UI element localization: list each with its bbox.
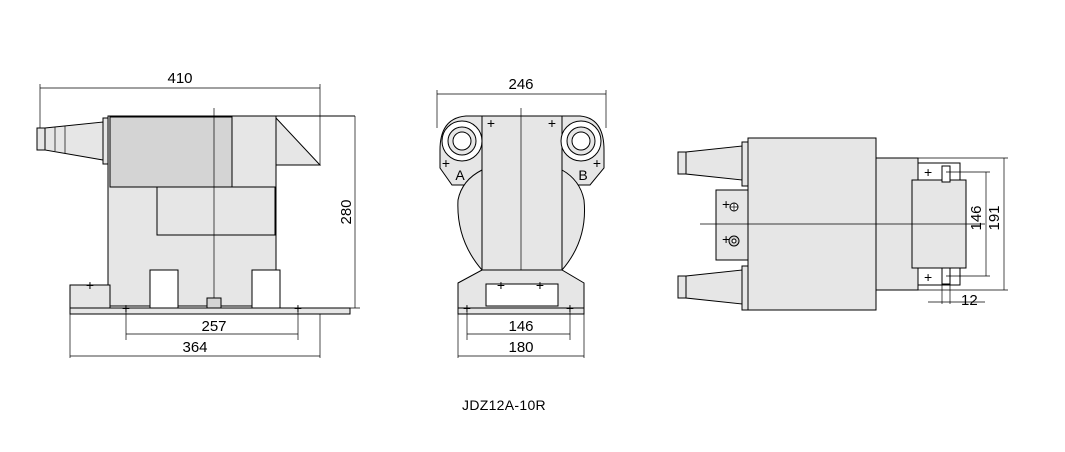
svg-text:+: +	[722, 196, 730, 212]
terminal-a-label: A	[455, 167, 465, 183]
svg-text:+: +	[722, 231, 730, 247]
svg-text:+: +	[86, 277, 94, 293]
front-view: 410 + + + 280 257	[36, 70, 360, 358]
top-mount-dim: 146	[968, 205, 985, 230]
svg-text:+: +	[442, 155, 450, 171]
top-view: + + + + 146 191 12	[677, 137, 1008, 311]
svg-text:+: +	[294, 300, 302, 316]
svg-text:+: +	[548, 115, 556, 131]
terminal-b-label: B	[578, 167, 587, 183]
svg-text:+: +	[924, 164, 932, 180]
front-height-dim: 280	[338, 199, 355, 224]
svg-text:+: +	[463, 300, 471, 316]
front-base-dim: 364	[182, 339, 207, 356]
front-bushing	[36, 127, 46, 151]
side-width-dim: 246	[508, 76, 533, 93]
model-caption: JDZ12A-10R	[462, 397, 546, 413]
side-view: 246 + + + + A B + + + + 146	[436, 76, 607, 358]
svg-text:+: +	[566, 300, 574, 316]
top-height-dim: 191	[986, 205, 1003, 230]
top-slot-dim: 12	[961, 292, 978, 309]
svg-text:+: +	[536, 277, 544, 293]
front-width-dim: 410	[167, 70, 192, 87]
svg-text:+: +	[497, 277, 505, 293]
svg-text:+: +	[122, 300, 130, 316]
svg-text:+: +	[593, 155, 601, 171]
front-mount-dim: 257	[201, 318, 226, 335]
svg-text:+: +	[487, 115, 495, 131]
secondary-terminal-plate	[715, 189, 749, 261]
side-mount-dim: 146	[508, 318, 533, 335]
side-base-dim: 180	[508, 339, 533, 356]
svg-text:+: +	[924, 269, 932, 285]
